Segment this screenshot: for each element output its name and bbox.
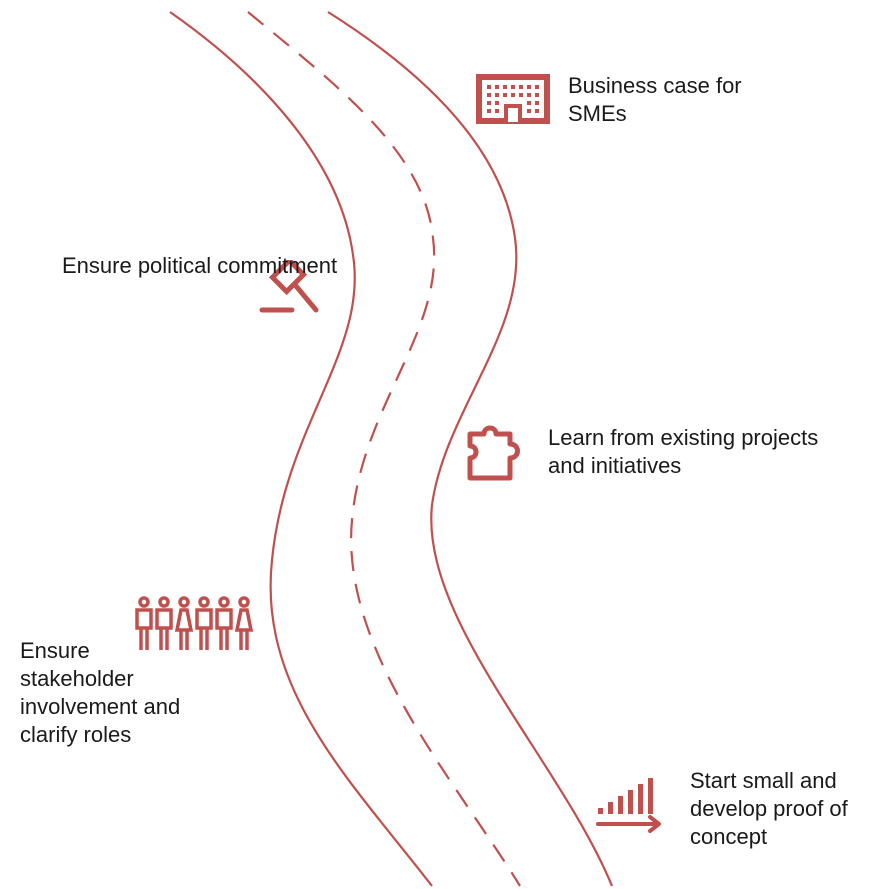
puzzle-piece-icon (467, 425, 520, 481)
people-group-icon (135, 596, 254, 650)
road-center-line (247, 11, 521, 887)
step-stakeholder-label: Ensure stakeholder involvement and clari… (20, 638, 181, 747)
growth-chart-icon (596, 778, 661, 833)
road-left-edge (169, 11, 433, 887)
road-right-edge (327, 11, 614, 887)
step-political-label: Ensure political commitment (62, 253, 338, 278)
building-icon (476, 74, 550, 124)
step-start-small-label: Start small and develop proof of concept (690, 768, 848, 849)
gavel-icon (259, 260, 319, 313)
step-business-case-label: Business case for SMEs (568, 73, 742, 126)
step-learn-label: Learn from existing projects and initiat… (548, 425, 819, 478)
